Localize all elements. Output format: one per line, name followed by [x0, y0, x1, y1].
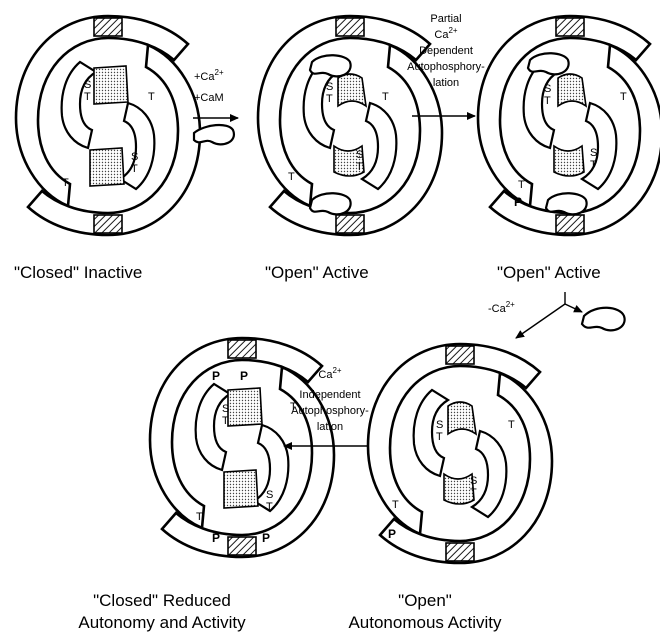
- residue-t-5d: T: [392, 499, 399, 511]
- arrow4-line1: Ca: [318, 369, 333, 381]
- residue-t-3a: T: [544, 95, 551, 107]
- residue-t-1a: T: [84, 91, 91, 103]
- phospho-4a: P: [212, 369, 220, 383]
- residue-t-4c: T: [266, 501, 273, 513]
- arrow3-line1: -Ca: [488, 303, 507, 315]
- arrow1-line2: +CaM: [194, 92, 224, 104]
- calmodulin-bound-2a: [310, 55, 351, 76]
- arrow4-line3: Autophosphory-: [291, 405, 369, 417]
- residue-s-5a: S: [436, 419, 443, 431]
- residue-t-5a: T: [436, 431, 443, 443]
- residue-s-3b: S: [590, 147, 597, 159]
- residue-t-4d: T: [196, 511, 203, 523]
- residue-s-4a: S: [222, 403, 229, 415]
- residue-t-2a: T: [326, 93, 333, 105]
- phospho-4c: P: [212, 531, 220, 545]
- arrow-add-calcium-calmodulin: +Ca2+ +CaM: [193, 68, 238, 118]
- residue-s-1b: S: [131, 151, 138, 163]
- arrow1-line1-sup: 2+: [215, 68, 224, 77]
- calmodulin-bound-2b: [310, 193, 351, 214]
- svg-text:Ca2+: Ca2+: [434, 26, 458, 41]
- residue-s-5b: S: [470, 475, 477, 487]
- phospho-5a: P: [388, 527, 396, 541]
- residue-t-3d: T: [518, 179, 525, 191]
- residue-t-1d: T: [62, 177, 69, 189]
- holoenzyme-closed-inactive: [16, 16, 200, 235]
- arrow2-line2-sup: 2+: [448, 26, 457, 35]
- arrow-remove-calcium: -Ca2+: [488, 292, 582, 338]
- residue-t-2b: T: [382, 91, 389, 103]
- residue-t-1b: T: [148, 91, 155, 103]
- residue-t-3c: T: [590, 159, 597, 171]
- residue-s-4b: S: [266, 489, 273, 501]
- arrow4-line1-sup: 2+: [332, 366, 341, 375]
- arrow3-line1-sup: 2+: [506, 300, 515, 309]
- residue-s-1a: S: [84, 79, 91, 91]
- arrow2-line4: Autophosphory-: [407, 61, 485, 73]
- calmodulin-bound-3b: [546, 193, 587, 214]
- phospho-3a: P: [514, 195, 522, 209]
- phospho-4b: P: [240, 369, 248, 383]
- arrow2-line2: Ca: [434, 29, 449, 41]
- arrow4-line2: Independent: [299, 389, 360, 401]
- phospho-4d: P: [262, 531, 270, 545]
- label-open-active-2: "Open" Active: [497, 263, 601, 282]
- label-closed-reduced-1: "Closed" Reduced: [93, 591, 231, 610]
- calmodulin-released: [582, 308, 625, 331]
- svg-text:Ca2+: Ca2+: [318, 366, 342, 381]
- calmodulin-bound-3a: [528, 53, 569, 74]
- label-open-autonomous-2: Autonomous Activity: [348, 613, 502, 632]
- residue-t-2c: T: [356, 161, 363, 173]
- arrow4-line4: lation: [317, 421, 343, 433]
- residue-t-2d: T: [288, 171, 295, 183]
- label-closed-inactive: "Closed" Inactive: [14, 263, 142, 282]
- svg-text:-Ca2+: -Ca2+: [488, 300, 515, 315]
- arrow2-line3: Dependent: [419, 45, 473, 57]
- residue-t-3b: T: [620, 91, 627, 103]
- arrow2-line1: Partial: [430, 13, 461, 25]
- residue-s-3a: S: [544, 83, 551, 95]
- residue-s-2a: S: [326, 81, 333, 93]
- svg-text:+Ca2+: +Ca2+: [194, 68, 224, 83]
- label-open-active-1: "Open" Active: [265, 263, 369, 282]
- residue-t-1c: T: [131, 163, 138, 175]
- residue-t-4a: T: [222, 415, 229, 427]
- arrow2-line5: lation: [433, 77, 459, 89]
- residue-s-2b: S: [356, 149, 363, 161]
- arrow1-line1: +Ca: [194, 71, 215, 83]
- label-open-autonomous-1: "Open": [398, 591, 452, 610]
- label-closed-reduced-2: Autonomy and Activity: [78, 613, 246, 632]
- residue-t-5c: T: [470, 487, 477, 499]
- residue-t-5b: T: [508, 419, 515, 431]
